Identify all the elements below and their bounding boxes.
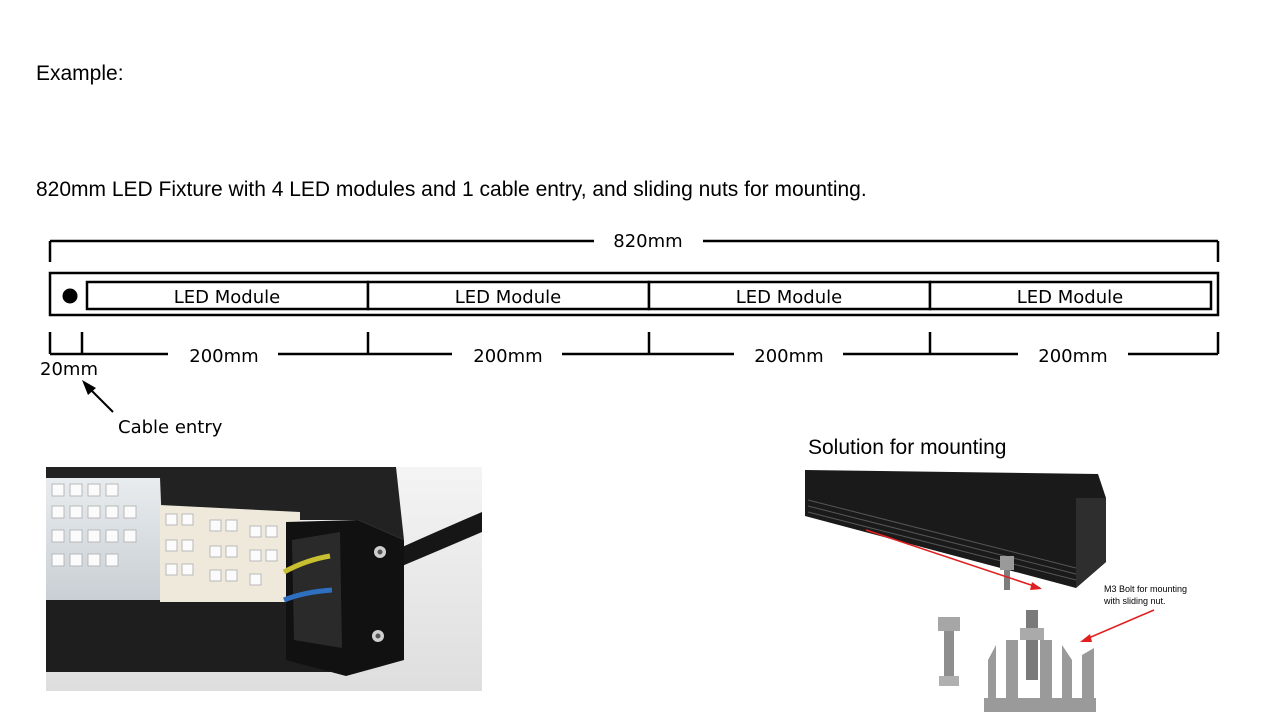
cable-entry-arrow [82,380,114,413]
bolt-annotation-line-1: M3 Bolt for mounting [1104,584,1188,594]
fixture-end-photo [46,467,482,691]
total-length-dimension [48,239,1220,262]
bolt-annotation-line-2: with sliding nut. [1104,596,1166,606]
fixture-description: 820mm LED Fixture with 4 LED modules and… [36,178,867,201]
total-length-label: 820mm [613,231,682,252]
segment-label-4: 200mm [1038,346,1107,367]
fixture-diagram: 820mm LED Module LED Module LED Module L… [40,231,1220,438]
slide-heading: Example: [36,62,124,85]
cable-entry-label: Cable entry [118,417,223,438]
segment-label-2: 200mm [473,346,542,367]
mounting-solution-title: Solution for mounting [808,436,1007,459]
led-module-label-4: LED Module [1017,287,1123,308]
led-module-label-2: LED Module [455,287,561,308]
led-module-3 [647,280,932,311]
fixture-outline [48,271,1220,317]
led-module-4 [928,280,1213,311]
mounting-photo [805,470,1155,712]
led-module-label-3: LED Module [736,287,842,308]
bolt-annotation: M3 Bolt for mounting with sliding nut. [1104,583,1187,607]
led-module-1 [85,280,370,311]
segment-label-1: 200mm [189,346,258,367]
end-offset-label: 20mm [40,359,98,380]
segment-label-3: 200mm [754,346,823,367]
cable-entry-hole [62,288,78,304]
segment-dimensions [48,332,1220,356]
led-module-label-1: LED Module [174,287,280,308]
